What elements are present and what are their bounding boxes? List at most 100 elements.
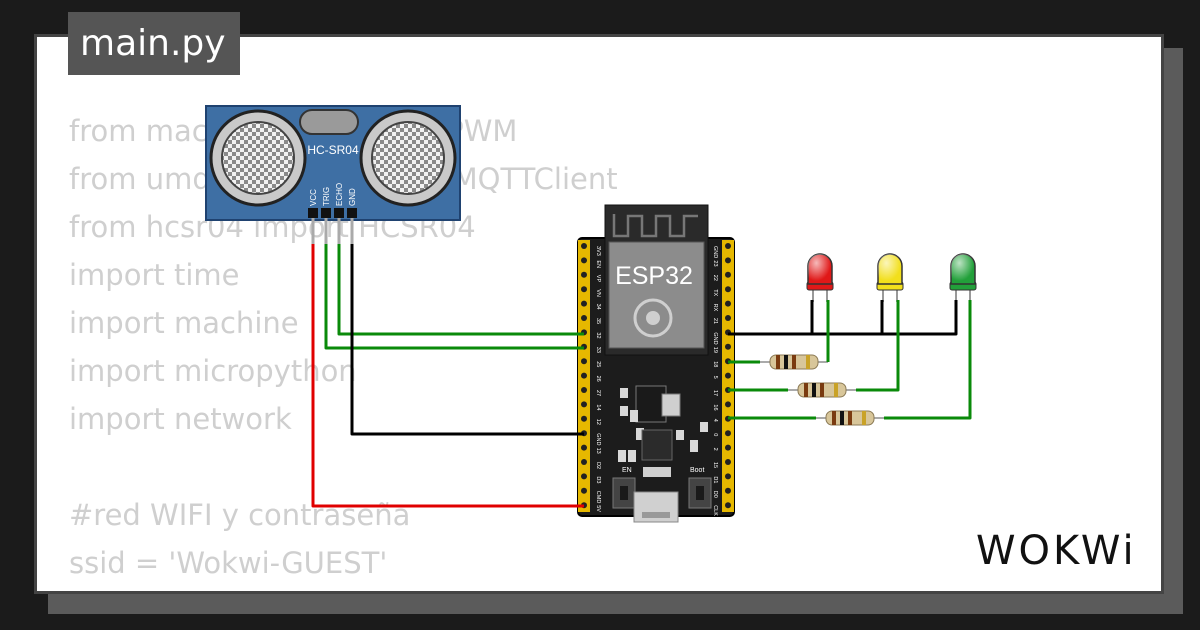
left-pin-label: EN [595, 260, 601, 268]
pin-hole [725, 300, 731, 307]
left-pin-label: VN [595, 289, 601, 297]
filename-tab[interactable]: main.py [68, 12, 240, 75]
pin-hole [725, 343, 731, 350]
usb-port [633, 491, 679, 523]
right-pin-label: 22 [712, 275, 718, 281]
usb-serial-chip [641, 429, 673, 477]
pin-hole [581, 286, 587, 293]
wire-led-ground [728, 300, 958, 336]
right-pin-label: 23 [712, 260, 718, 266]
left-pin-label: CMD [595, 491, 601, 504]
wire-led-yellow [728, 300, 900, 392]
code-line: import network [69, 402, 292, 436]
pin-hole [581, 444, 587, 451]
left-pin-label: 35 [595, 318, 601, 324]
right-pin-label: D0 [712, 491, 718, 498]
en-button[interactable]: EN [612, 467, 636, 509]
boot-button-label: Boot [690, 467, 704, 474]
sensor-label: HC-SR04 [307, 143, 359, 157]
right-pin-label: 5 [712, 376, 718, 379]
resistor[interactable] [816, 410, 884, 426]
right-pin-label: 17 [712, 390, 718, 396]
right-pin-label: 2 [712, 448, 718, 451]
pin-hole [725, 444, 731, 451]
sensor-pin-gnd: GND [348, 188, 357, 206]
ultrasonic-sensor[interactable]: HC-SR04 VCC TRIG ECHO GND [205, 105, 461, 244]
boot-button[interactable]: Boot [688, 467, 712, 509]
left-pin-label: 13 [595, 448, 601, 454]
wire-led-green [728, 300, 972, 420]
right-pin-label: D1 [712, 476, 718, 483]
resistor[interactable] [760, 354, 828, 370]
sensor-pin-trig: TRIG [322, 187, 331, 206]
right-pin-label: 18 [712, 361, 718, 367]
right-pin-label: GND [712, 332, 718, 344]
led-red[interactable] [806, 253, 834, 302]
resistor[interactable] [788, 382, 856, 398]
wire-vcc [311, 244, 584, 508]
left-pin-label: 32 [595, 332, 601, 338]
pin-hole [725, 372, 731, 379]
code-line: ssid = 'Wokwi-GUEST' [69, 546, 388, 580]
pin-hole [581, 487, 587, 494]
pin-hole [581, 300, 587, 307]
pin-hole [725, 257, 731, 264]
pin-hole [725, 243, 731, 249]
pin-hole [725, 473, 731, 480]
en-button-label: EN [622, 467, 632, 474]
sensor-transducer-left [209, 109, 307, 207]
code-line: import machine [69, 306, 299, 340]
wire-sensor-gnd [350, 244, 584, 436]
pin-hole [725, 459, 731, 465]
right-pin-label: 4 [712, 419, 718, 422]
pin-hole [581, 473, 587, 480]
left-pin-label: GND [595, 433, 601, 445]
right-pin-label: RX [712, 304, 718, 312]
pin-hole [581, 372, 587, 379]
pin-hole [581, 271, 587, 278]
left-pin-label: 27 [595, 390, 601, 396]
esp32-board[interactable]: ESP32 3V3ENVPVN343532332526271412GND13D2… [577, 204, 735, 523]
wokwi-logo: WOKWi [976, 528, 1137, 574]
pin-hole [581, 257, 587, 264]
left-pin-label: 12 [595, 419, 601, 425]
pin-hole [725, 271, 731, 278]
left-pin-label: 26 [595, 376, 601, 382]
pin-hole [725, 401, 731, 408]
pin-hole [581, 358, 587, 365]
pin-hole [581, 415, 587, 422]
left-pin-label: VP [595, 275, 601, 283]
led-yellow[interactable] [876, 253, 904, 302]
sensor-pin-echo: ECHO [335, 183, 344, 206]
right-pin-label: CLK [712, 505, 718, 516]
left-pin-label: 25 [595, 361, 601, 367]
code-line: import micropython [69, 354, 357, 388]
left-pin-label: D3 [595, 476, 601, 483]
left-pin-label: 33 [595, 347, 601, 353]
right-pin-label: 15 [712, 462, 718, 468]
pin-hole [725, 286, 731, 293]
pin-hole [725, 502, 731, 509]
sensor-pin-vcc: VCC [309, 189, 318, 206]
pin-hole [581, 459, 587, 465]
left-pin-label: 3V3 [595, 246, 601, 256]
left-pin-label: 34 [595, 304, 601, 310]
code-line: #red WIFI y contraseña [69, 498, 411, 532]
wire-trig [324, 244, 584, 350]
led-green[interactable] [949, 253, 977, 302]
voltage-regulator [635, 385, 681, 423]
left-pin-label: 5V [595, 505, 601, 512]
right-pin-label: 16 [712, 404, 718, 410]
wire-led-red [728, 300, 830, 364]
left-pin-label: 14 [595, 404, 601, 410]
wifi-module: ESP32 [604, 204, 709, 356]
pin-hole [581, 401, 587, 408]
right-pin-label: 21 [712, 318, 718, 324]
pin-hole [581, 387, 587, 393]
pin-hole [725, 487, 731, 494]
right-pin-label: 0 [712, 433, 718, 436]
pin-hole [581, 243, 587, 249]
right-pin-label: TX [712, 289, 718, 296]
pin-hole [581, 315, 587, 321]
